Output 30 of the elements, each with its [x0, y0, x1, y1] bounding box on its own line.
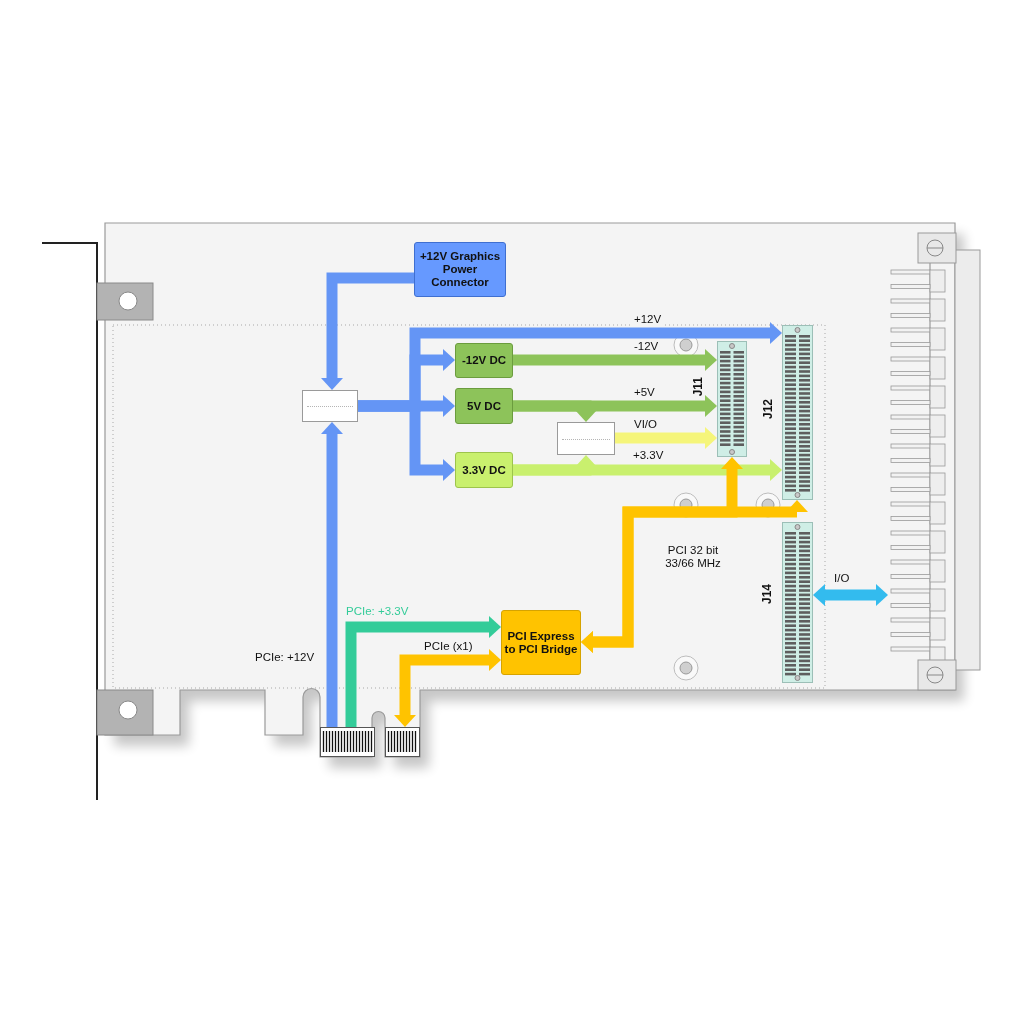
edge-label: +5V [633, 386, 656, 399]
double-arrow [813, 584, 888, 606]
edge-label: -12V [633, 340, 660, 353]
connector-label: J11 [692, 377, 705, 397]
arrow [513, 459, 782, 481]
arrow [358, 400, 455, 481]
edge-label: PCIe (x1) [423, 640, 474, 653]
arrow [513, 349, 717, 371]
edge-label: PCIe: +3.3V [345, 605, 410, 618]
connector-label: J12 [762, 399, 775, 420]
arrow [513, 400, 597, 422]
power-connector-block: +12V Graphics Power Connector [414, 242, 506, 297]
connector-label: J14 [761, 584, 774, 605]
arrow [321, 272, 414, 390]
arrow [615, 427, 717, 449]
double-arrow [581, 500, 808, 653]
option-box [557, 422, 615, 455]
edge-label: VI/O [633, 418, 658, 431]
dc-converter-block: 5V DC [455, 388, 513, 424]
edge-label: I/O [833, 572, 851, 585]
double-arrow [394, 649, 501, 727]
bridge-chip-block: PCI Express to PCI Bridge [501, 610, 581, 675]
dc-converter-block: -12V DC [455, 343, 513, 378]
edge-label: PCIe: +12V [254, 651, 316, 664]
option-box [302, 390, 358, 422]
edge-label: +3.3V [632, 449, 665, 462]
arrow [345, 616, 501, 727]
arrow [321, 422, 343, 727]
dc-converter-block: 3.3V DC [455, 452, 513, 488]
edge-label: +12V [633, 313, 663, 326]
